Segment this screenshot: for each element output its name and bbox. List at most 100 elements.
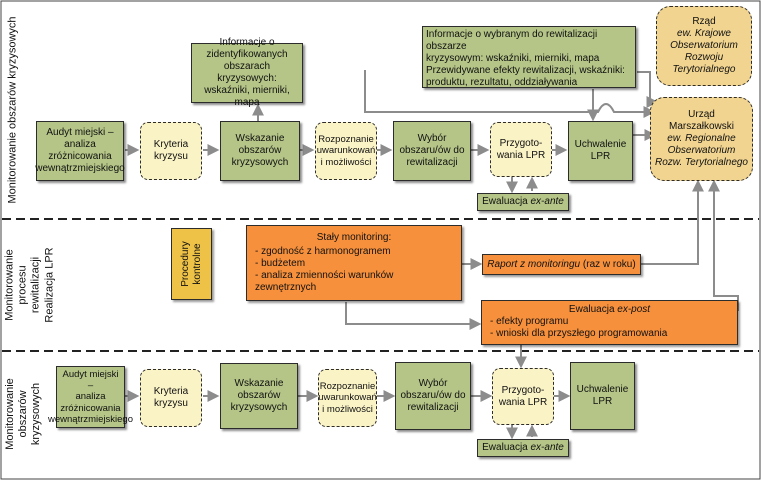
rozpoznanie-line: Rozpoznanie bbox=[319, 380, 376, 392]
selection-box-top: Wybór obszaru/ów do rewitalizacji bbox=[393, 121, 471, 181]
uchwalenie-text: Uchwalenie LPR bbox=[576, 384, 629, 407]
wybor-line: obszaru/ów do bbox=[399, 145, 465, 156]
info-wyb-line: produktu, rezultatu, oddziaływania bbox=[426, 77, 578, 88]
ewaluacja-italic: ex-ante bbox=[530, 442, 564, 453]
wskazanie-line: Wskazanie bbox=[234, 378, 284, 389]
rozpoznanie-line: i możliwości bbox=[322, 403, 373, 415]
adoption-box-top: Uchwalenie LPR bbox=[568, 121, 633, 181]
monitoring-report-box: Raport z monitoringu (raz w roku) bbox=[482, 254, 641, 275]
indication-box-top: Wskazanie obszarów kryzysowych bbox=[220, 121, 300, 181]
staly-item: - zgodność z harmonogramem bbox=[255, 246, 391, 257]
wybor-line: rewitalizacji bbox=[407, 402, 459, 413]
audyt-line: wewnątrzmiejskiego bbox=[48, 414, 134, 426]
wskazanie-line: kryzysowych bbox=[230, 402, 288, 413]
rozpoznanie-line: uwarunkowań bbox=[316, 145, 376, 157]
wybor-line: obszaru/ów do bbox=[400, 390, 466, 401]
ewaluacja-ante-text: Ewaluacja ex-ante bbox=[482, 196, 564, 208]
ewal-post-italic: ex-post bbox=[617, 304, 651, 315]
urzad-line: Obserwatorium bbox=[667, 145, 736, 156]
wybor-line: rewitalizacji bbox=[406, 157, 458, 168]
wskazanie-line: obszarów bbox=[238, 145, 282, 156]
audyt-line: zróżnicowania bbox=[48, 151, 112, 162]
preparation-box-top: Przygoto- wania LPR bbox=[490, 122, 552, 177]
rozpoznanie-line: Rozpoznanie bbox=[318, 133, 374, 145]
audit-box-top: Audyt miejski – analiza zróżnicowania we… bbox=[35, 121, 125, 181]
ewaluacja-ante-text: Ewaluacja ex-ante bbox=[482, 442, 564, 454]
ewal-post-title: Ewaluacja ex-post bbox=[569, 304, 650, 316]
bottom-label-line-2: obszarów bbox=[17, 390, 30, 438]
urzad-line: Rozw. Terytorialnego bbox=[654, 157, 748, 168]
raport-text: Raport z monitoringu (raz w roku) bbox=[487, 259, 635, 271]
outer-frame bbox=[0, 0, 761, 480]
wskazanie-line: obszarów bbox=[237, 390, 281, 401]
ex-ante-evaluation-box-bottom: Ewaluacja ex-ante bbox=[477, 439, 569, 457]
middle-label-line-1: Monitorowanie bbox=[3, 249, 16, 321]
info-zid-line: Informacje o bbox=[219, 37, 275, 48]
control-procedures-box: Procedury kontrolne bbox=[171, 228, 212, 300]
kryteria-line: kryzysu bbox=[154, 151, 188, 162]
middle-label-line-4: Realizacja LPR bbox=[43, 247, 56, 323]
audit-box-bottom: Audyt miejski – analiza zróżnicowania we… bbox=[48, 366, 133, 428]
audyt-line: analiza bbox=[64, 139, 96, 150]
middle-label-line-2: procesu bbox=[16, 265, 29, 305]
ewaluacja-prefix: Ewaluacja bbox=[482, 196, 531, 207]
raport-rest: (raz w roku) bbox=[580, 258, 636, 270]
bottom-label-line-3: kryzysowych bbox=[30, 382, 43, 446]
ex-ante-evaluation-box-top: Ewaluacja ex-ante bbox=[477, 193, 569, 211]
kryteria-line: Kryteria bbox=[153, 386, 189, 397]
audyt-line: zróżnicowania bbox=[60, 402, 121, 414]
section-label-middle: Monitorowanie procesu rewitalizacji Real… bbox=[4, 247, 57, 322]
criteria-box-bottom: Kryteria kryzysu bbox=[140, 369, 202, 427]
middle-label-line-3: rewitalizacji bbox=[30, 256, 42, 314]
info-wyb-line: Przewidywane efekty rewitalizacji, wskaź… bbox=[426, 65, 625, 76]
procedury-line: kontrolne bbox=[191, 243, 203, 285]
uchwalenie-text: Uchwalenie LPR bbox=[574, 139, 627, 162]
bottom-label-line-1: Monitorowanie bbox=[4, 378, 17, 450]
staly-item: - analiza zmienności warunków zewnętrzny… bbox=[255, 270, 394, 293]
continuous-monitoring-box: Stały monitoring: - zgodność z harmonogr… bbox=[246, 225, 462, 301]
info-selected-area-box: Informacje o wybranym do rewitalizacji o… bbox=[422, 26, 636, 88]
ewaluacja-italic: ex-ante bbox=[530, 196, 564, 207]
staly-title: Stały monitoring: bbox=[316, 232, 392, 243]
przygotowanie-line: Przygoto- bbox=[499, 137, 543, 149]
ewaluacja-prefix: Ewaluacja bbox=[482, 442, 531, 453]
rozpoznanie-line: uwarunkowań bbox=[318, 392, 377, 404]
preparation-box-bottom: Przygoto- wania LPR bbox=[492, 368, 554, 425]
audyt-line: Audyt miejski – bbox=[62, 368, 119, 391]
procedury-line: Procedury bbox=[179, 241, 191, 287]
przygotowanie-line: Przygoto- bbox=[501, 384, 545, 396]
wybor-line: Wybór bbox=[417, 133, 447, 144]
rzad-line: Rozwoju bbox=[684, 52, 724, 63]
government-box: Rząd ew. Krajowe Obserwatorium Rozwoju T… bbox=[656, 6, 752, 86]
section-label-bottom: Monitorowanie obszarów kryzysowych bbox=[4, 378, 44, 450]
przygotowanie-line: wania LPR bbox=[498, 396, 548, 408]
info-zid-line: kryzysowych: bbox=[217, 73, 277, 84]
ewal-post-prefix: Ewaluacja bbox=[568, 304, 618, 315]
procedury-rotated: Procedury kontrolne bbox=[180, 241, 204, 287]
rzad-line: ew. Krajowe bbox=[677, 28, 731, 39]
audyt-line: wewnątrzmiejskiego bbox=[35, 163, 125, 174]
przygotowanie-line: wania LPR bbox=[496, 149, 546, 161]
adoption-box-bottom: Uchwalenie LPR bbox=[570, 362, 635, 430]
wskazanie-line: Wskazanie bbox=[235, 133, 285, 144]
urzad-line: Urząd bbox=[688, 109, 715, 120]
wskazanie-line: kryzysowych bbox=[231, 157, 289, 168]
audyt-line: analiza bbox=[75, 391, 106, 403]
recognition-box-top: Rozpoznanie uwarunkowań i możliwości bbox=[315, 122, 377, 180]
section-label-top: Monitorowanie obszarów kryzysowych bbox=[6, 16, 19, 204]
rozpoznanie-line: i możliwości bbox=[320, 156, 372, 168]
info-zid-line: wskaźniki, mierniki, mapa bbox=[204, 85, 290, 108]
rzad-line: Rząd bbox=[692, 16, 716, 27]
rzad-line: Obserwatorium bbox=[670, 40, 738, 51]
marshal-office-box: Urząd Marszałkowski ew. Regionalne Obser… bbox=[650, 97, 753, 181]
ewal-post-item: - wnioski dla przyszłego programowania bbox=[490, 328, 668, 339]
staly-item: - budżetem bbox=[255, 258, 306, 269]
info-zid-line: zidentyfikowanych obszarach bbox=[206, 49, 288, 72]
raport-italic: Raport z monitoringu bbox=[487, 258, 581, 270]
kryteria-line: kryzysu bbox=[154, 398, 188, 409]
audyt-line: Audyt miejski – bbox=[46, 127, 114, 138]
ewal-post-item: - efekty programu bbox=[490, 316, 569, 327]
urzad-line: ew. Regionalne bbox=[667, 133, 736, 144]
